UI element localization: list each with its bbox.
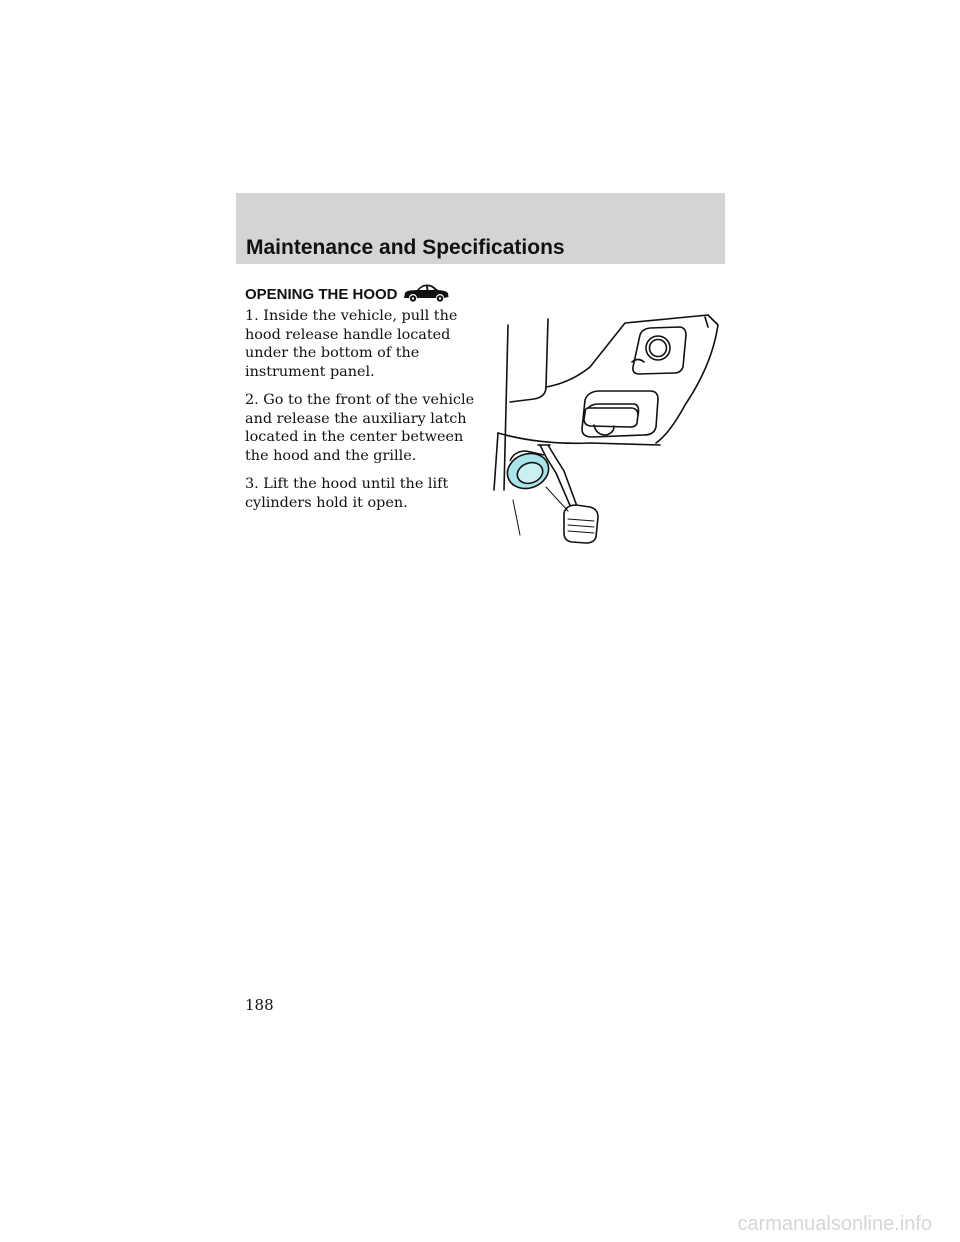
hood-release-illustration: [493, 314, 719, 544]
instruction-step: 1. Inside the vehicle, pull the hood rel…: [245, 308, 458, 380]
section-header-band: Maintenance and Specifications: [236, 193, 725, 264]
car-icon: [403, 284, 449, 302]
page-section-title: Maintenance and Specifications: [246, 236, 565, 259]
watermark: carmanualsonline.info: [737, 1213, 932, 1235]
section-heading-text: OPENING THE HOOD: [245, 286, 398, 303]
instruction-step: 2. Go to the front of the vehicle and re…: [245, 392, 475, 464]
page-number: 188: [245, 996, 274, 1014]
instruction-step: 3. Lift the hood until the lift cylinder…: [245, 476, 449, 511]
section-heading: OPENING THE HOOD: [245, 281, 450, 303]
instructions: 1. Inside the vehicle, pull the hood rel…: [245, 307, 477, 522]
